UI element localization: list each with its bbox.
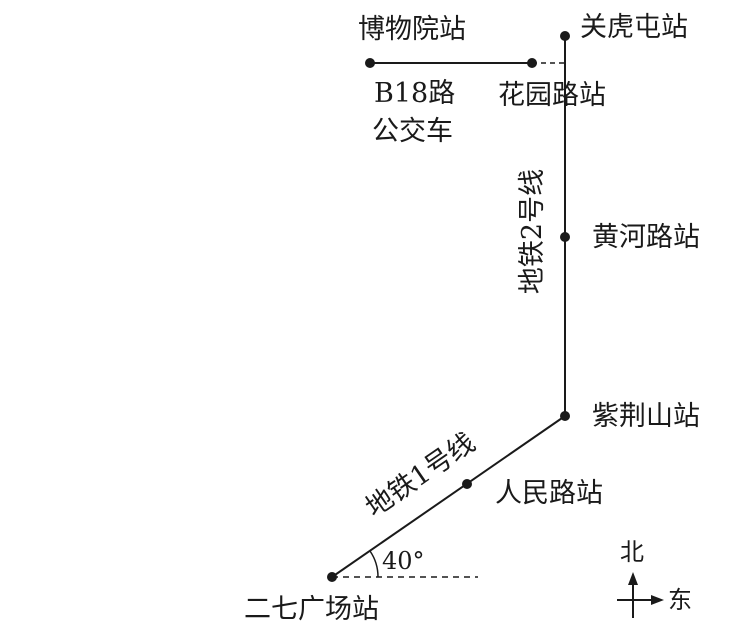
label-huayuan: 花园路站 bbox=[498, 80, 606, 111]
label-erqi: 二七广场站 bbox=[244, 594, 379, 625]
dot-renmin bbox=[462, 479, 472, 489]
dot-zijingshan bbox=[560, 411, 570, 421]
dot-huanghe bbox=[560, 232, 570, 242]
dot-guanhutun bbox=[560, 31, 570, 41]
label-huanghe: 黄河路站 bbox=[592, 222, 700, 253]
label-renmin: 人民路站 bbox=[495, 478, 603, 509]
metro-line-1 bbox=[331, 415, 566, 578]
north-arrow-icon bbox=[628, 572, 638, 585]
label-metro-line-2: 地铁2号线 bbox=[517, 168, 549, 295]
label-museum: 博物院站 bbox=[358, 14, 466, 45]
label-guanhutun: 关虎屯站 bbox=[580, 12, 688, 43]
dot-erqi bbox=[327, 572, 337, 582]
label-zijingshan: 紫荆山站 bbox=[592, 401, 700, 432]
label-east: 东 bbox=[668, 586, 692, 614]
label-bus-type: 公交车 bbox=[372, 116, 453, 147]
label-north: 北 bbox=[620, 538, 644, 566]
angle-arc bbox=[369, 550, 379, 578]
label-bus-line-number: B18路 bbox=[374, 78, 456, 109]
label-angle: 40° bbox=[382, 547, 425, 575]
east-arrow-icon bbox=[651, 595, 664, 605]
dot-huayuan bbox=[527, 58, 537, 68]
dot-museum bbox=[365, 58, 375, 68]
